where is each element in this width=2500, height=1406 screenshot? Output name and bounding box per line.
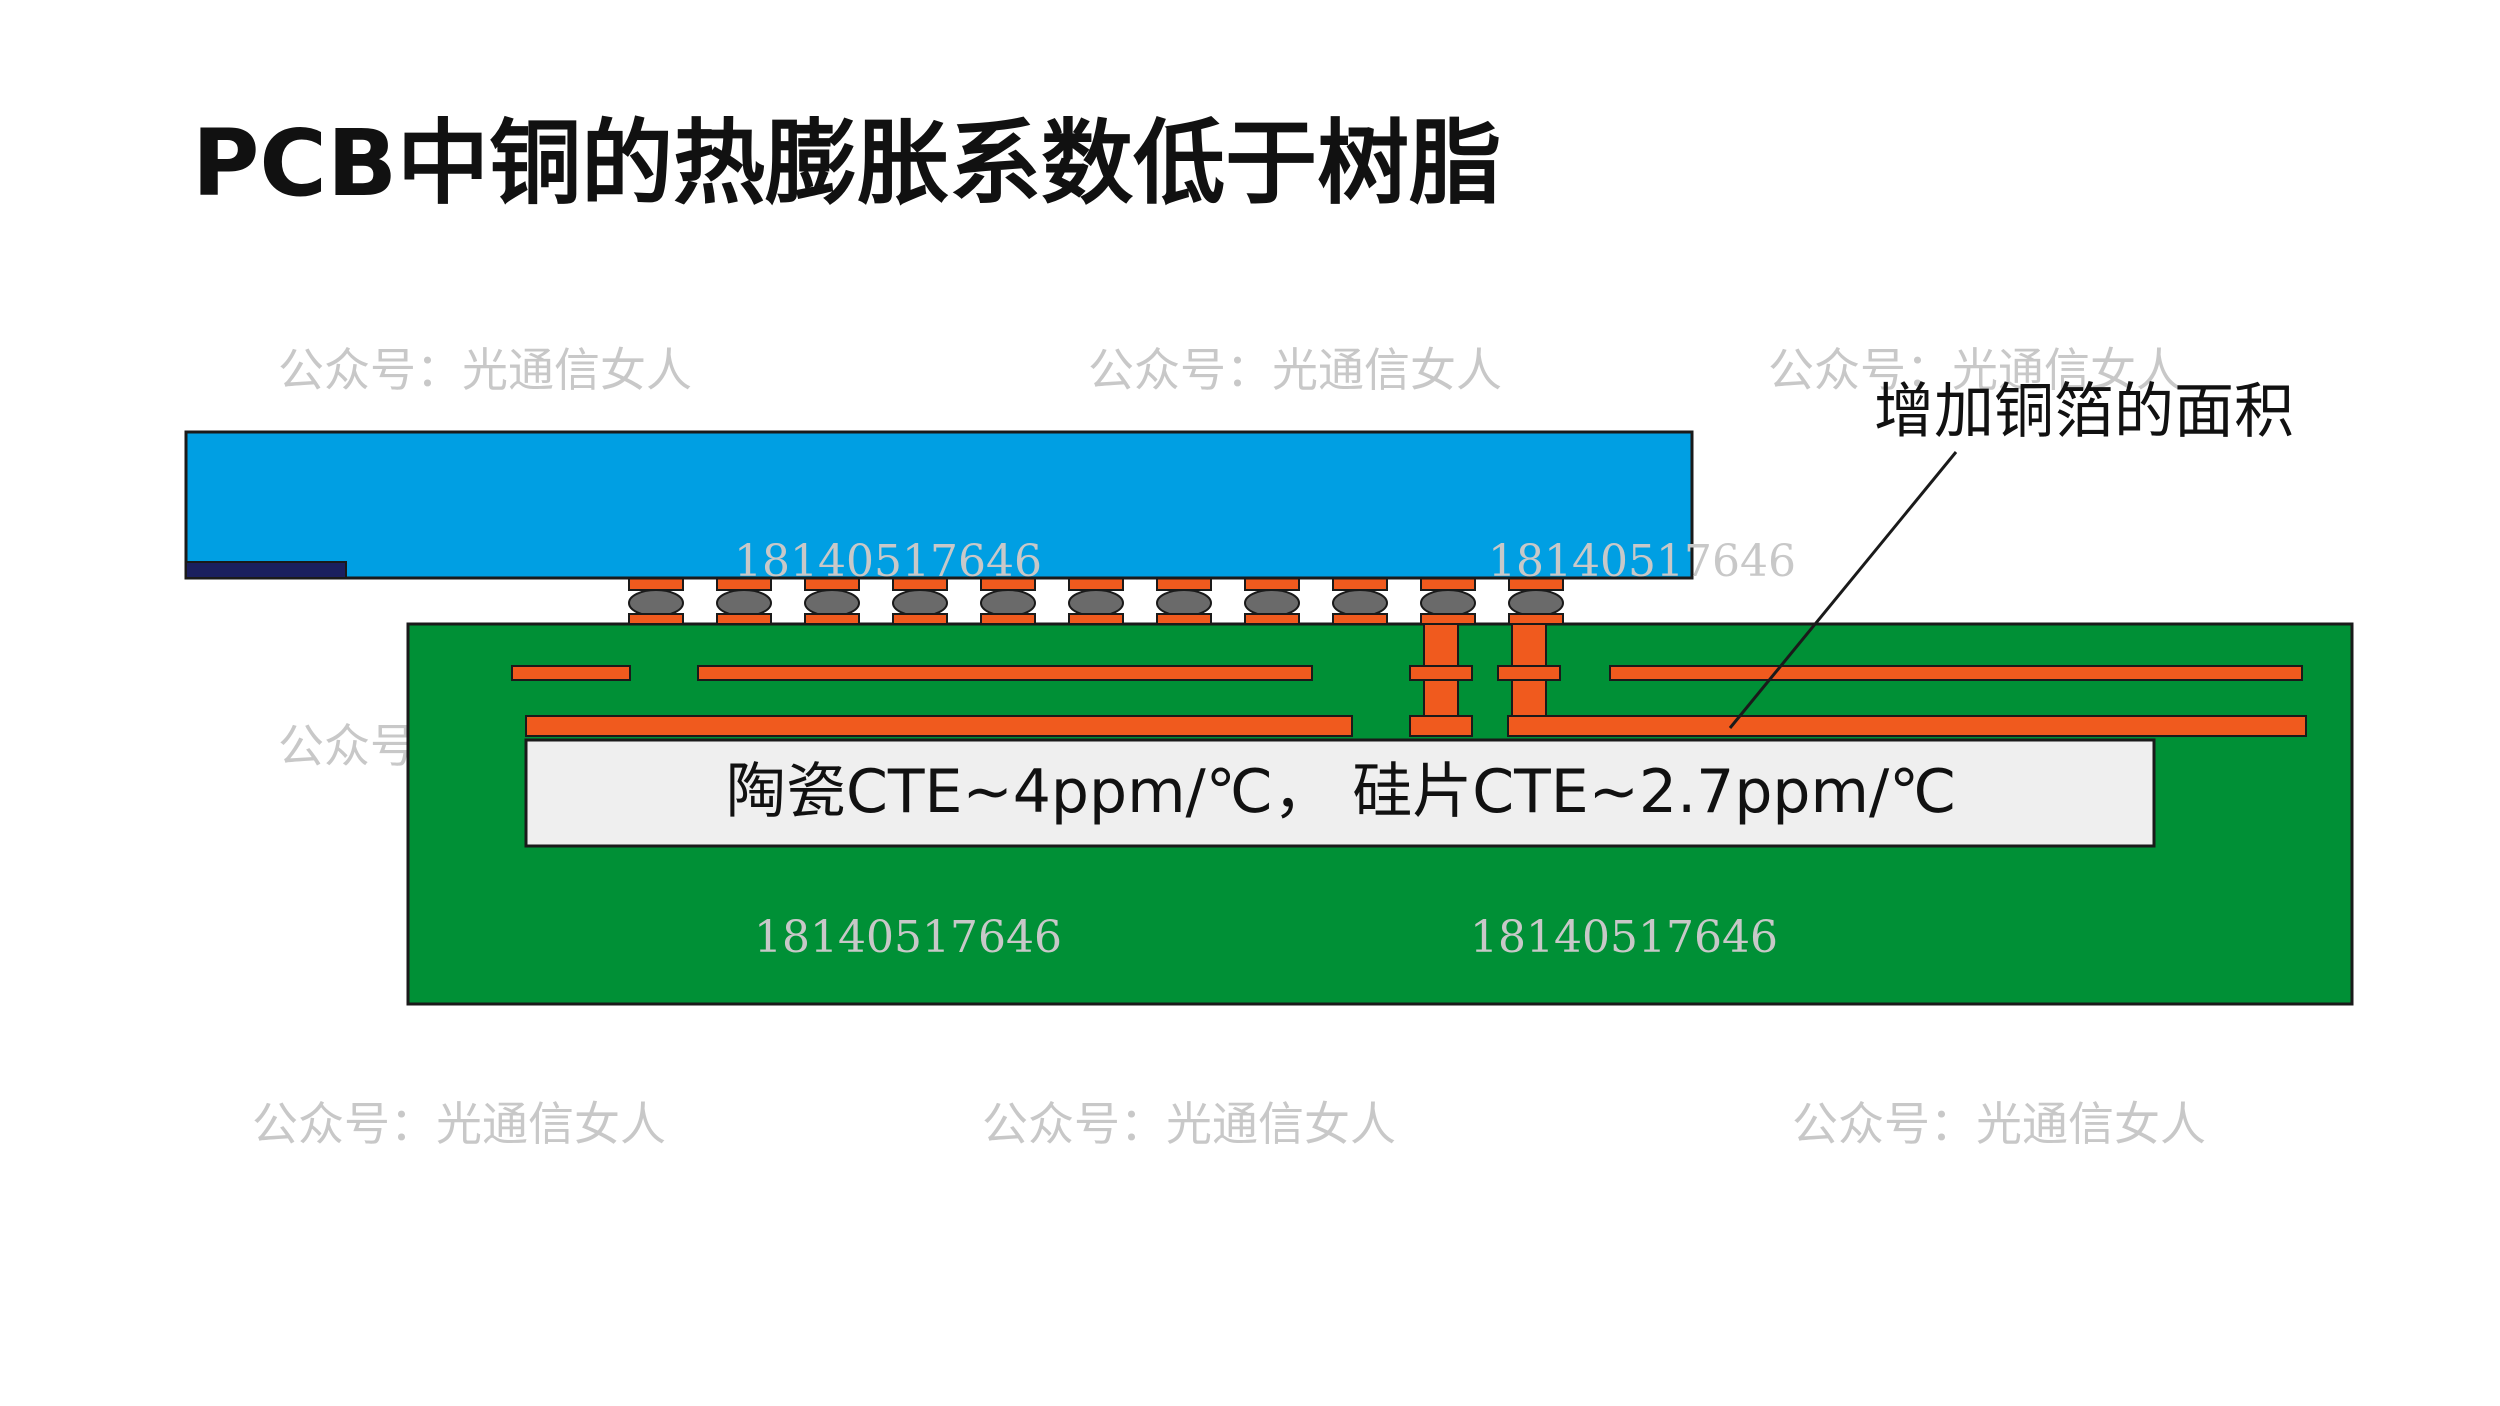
- copper-foil: [525, 715, 1353, 737]
- watermark-phone: 18140517646: [754, 912, 1062, 963]
- solder-bump: [980, 577, 1036, 625]
- watermark-phone-layer: 18140517646 18140517646 18140517646 1814…: [734, 536, 1796, 963]
- solder-bump: [1068, 577, 1124, 625]
- watermark-account: 公众号：光通信女人: [982, 1097, 1396, 1151]
- ceramic-layer: [524, 738, 2156, 848]
- solder-bump: [628, 577, 684, 625]
- watermark-phone: 18140517646: [1488, 536, 1796, 587]
- watermark-account: 公众号：光通信女人: [1768, 343, 2182, 397]
- via-foot: [1409, 715, 1473, 737]
- solder-bump: [892, 577, 948, 625]
- copper-foil: [1507, 715, 2307, 737]
- watermark-account: 公众号：光通信女人: [252, 1097, 666, 1151]
- watermark-account: 公众号：光通信女人: [278, 343, 692, 397]
- copper-trace: [697, 665, 1313, 681]
- slide-title: PCB中铜的热膨胀系数低于树脂: [192, 110, 1501, 217]
- via-collar: [1409, 665, 1473, 681]
- watermark-account: 公众号：光通信女人: [1088, 343, 1502, 397]
- annotation-leader-line: [1728, 451, 1958, 729]
- solder-bump: [1420, 577, 1476, 625]
- solder-bump: [716, 577, 772, 625]
- solder-bump: [1244, 577, 1300, 625]
- copper-trace: [511, 665, 631, 681]
- copper-trace: [1609, 665, 2303, 681]
- solder-bump: [804, 577, 860, 625]
- copper-foil-lower: [525, 715, 2307, 737]
- solder-bump-row: [628, 577, 1564, 625]
- copper-traces-upper: [511, 665, 2303, 681]
- cte-note-text: 陶瓷CTE~4ppm/℃， 硅片CTE~2.7ppm/℃: [726, 757, 1957, 827]
- annotation-label: 增加铜箔的面积: [1874, 377, 2294, 447]
- chip-die: [184, 430, 1694, 580]
- solder-bump: [1156, 577, 1212, 625]
- watermark-phone: 18140517646: [734, 536, 1042, 587]
- solder-bump: [1508, 577, 1564, 625]
- solder-bump: [1332, 577, 1388, 625]
- watermark-phone: 18140517646: [1470, 912, 1778, 963]
- via-collar: [1497, 665, 1561, 681]
- chip-corner-pad: [185, 561, 347, 579]
- watermark-account: 公众号：光通信女人: [1792, 1097, 2206, 1151]
- copper-vias: [1409, 623, 1561, 737]
